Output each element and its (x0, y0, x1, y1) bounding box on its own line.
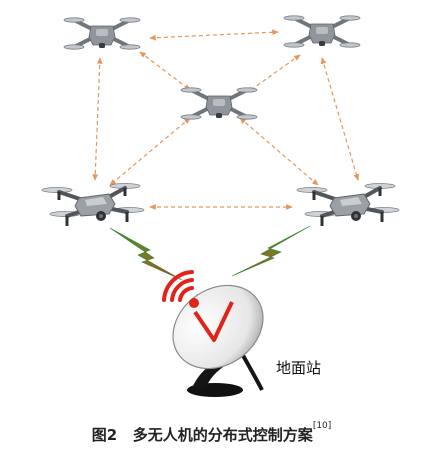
drone-center (179, 85, 259, 122)
figure-reference: [10] (312, 421, 332, 431)
drone-top-left (63, 17, 141, 50)
link-top-left-center (139, 51, 191, 91)
figure-caption: 图2 多无人机的分布式控制方案[10] (0, 421, 423, 445)
link-top-right-center (247, 54, 301, 93)
link-top-right-mid-right (320, 57, 360, 181)
link-center-mid-right (239, 117, 319, 186)
figure-label: 图2 (91, 426, 118, 444)
wireless-link-left (109, 227, 183, 281)
communication-links (92, 29, 360, 210)
ground-station-label: 地面站 (276, 359, 322, 377)
link-center-mid-left (109, 117, 191, 186)
link-top-left-top-right (149, 29, 279, 41)
wireless-link-right (231, 225, 311, 277)
figure-title: 多无人机的分布式控制方案 (132, 426, 313, 444)
drone-mid-left (41, 183, 145, 226)
link-top-left-mid-left (92, 57, 103, 181)
drone-mid-right (295, 181, 401, 228)
drone-top-right (282, 13, 362, 50)
ground-station-dish (162, 270, 264, 397)
